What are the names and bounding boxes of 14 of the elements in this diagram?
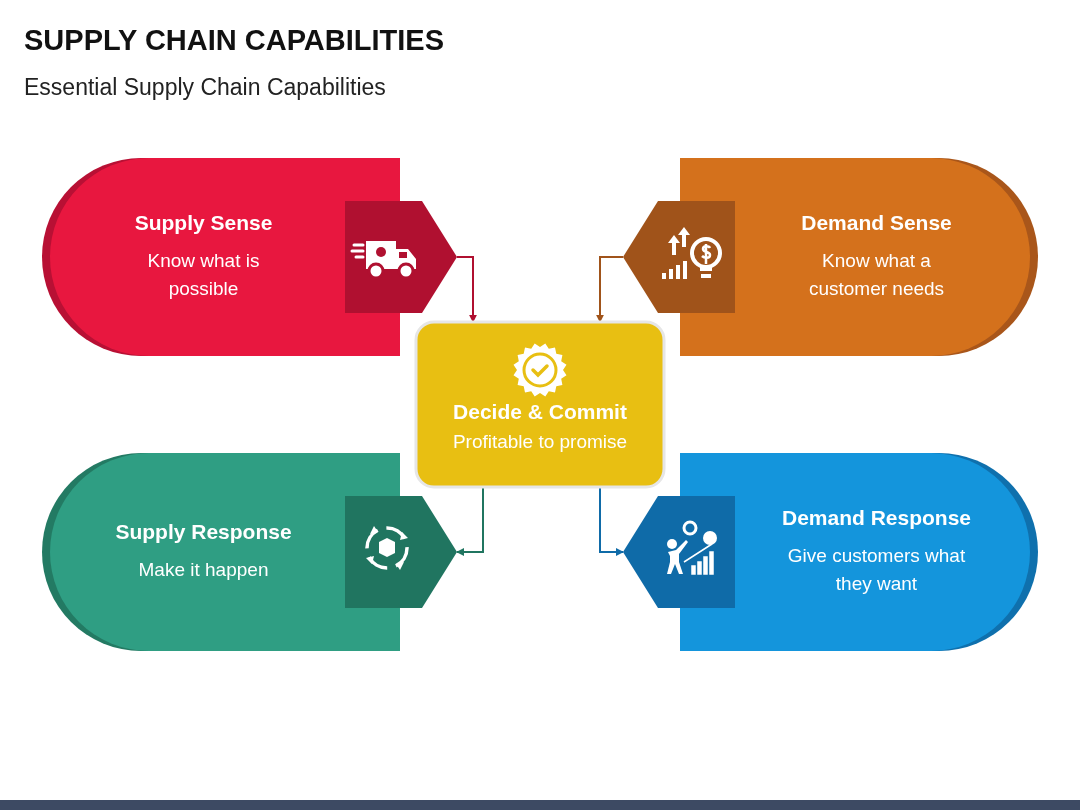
description: Know what is possible bbox=[146, 249, 261, 301]
arrow bbox=[596, 256, 624, 323]
title: SUPPLY CHAIN CAPABILITIES bbox=[24, 24, 445, 57]
heading: Decide & Commit bbox=[453, 400, 627, 424]
description: Profitable to promise bbox=[452, 430, 628, 454]
arrow bbox=[456, 256, 477, 323]
heading: Demand Sense bbox=[801, 211, 952, 235]
heading: Supply Response bbox=[115, 520, 292, 544]
description: Know what a customer needs bbox=[807, 249, 946, 301]
heading: Supply Sense bbox=[134, 211, 273, 235]
description: Make it happen bbox=[138, 558, 269, 582]
heading: Demand Response bbox=[781, 506, 972, 530]
description: Give customers what they want bbox=[786, 544, 967, 596]
subtitle: Essential Supply Chain Capabilities bbox=[24, 74, 386, 101]
